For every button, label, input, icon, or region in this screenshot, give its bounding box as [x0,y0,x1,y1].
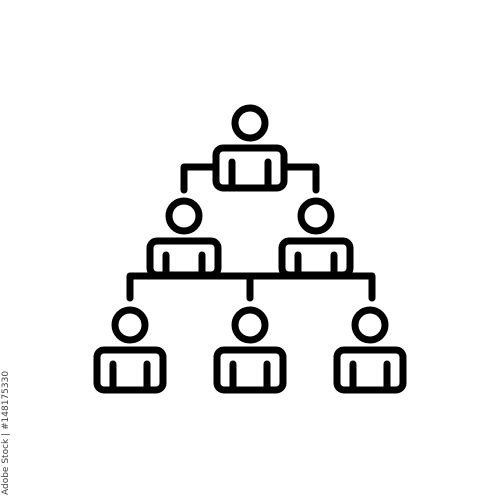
person-icon-bottom-right [333,306,407,394]
connector-lines [126,163,376,302]
connector-top-left [180,163,218,194]
person-icon-mid-left [146,197,222,279]
person-icon-bottom-center [213,306,287,394]
person-icon-bottom-left [93,306,167,394]
connector-top-right [282,163,320,194]
person-icon-mid-right [278,197,354,279]
stock-id-label: Adobe Stock | #148175330 [1,370,11,495]
person-icon-top [212,104,288,192]
